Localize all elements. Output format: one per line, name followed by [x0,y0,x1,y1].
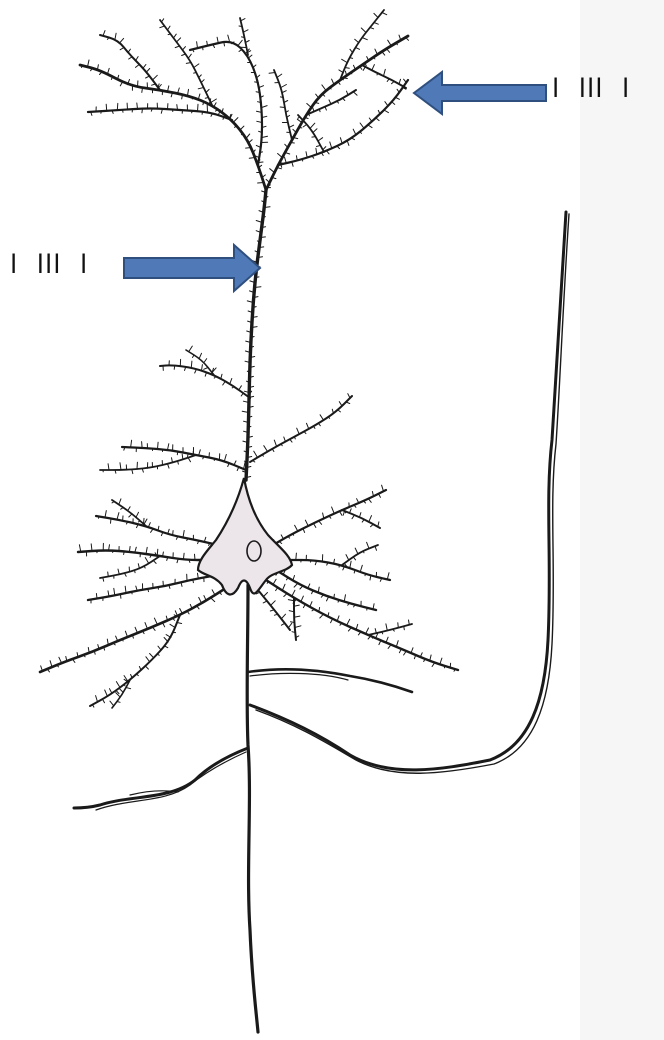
spines-tuft-right-inner [269,73,294,138]
dendrite-basal-left-mid-b [100,556,160,578]
dendrite-basal-left-down-b [112,680,130,708]
spines-basal-left-down [93,615,182,707]
soma [198,478,292,594]
axon-collateral-right [250,212,566,770]
spines-basal-right-low [276,570,374,610]
dendrite-basal-left-down [90,615,180,706]
axon-collateral-right-thin [256,214,569,773]
spines-basal-right-mid-b [344,542,376,566]
soma-group [198,478,292,594]
dendrite-basal-left-top [96,516,218,545]
dendrite-tuft-left-up [100,35,160,90]
dendrite-basal-left-low [88,576,212,600]
dendrite-basal-right-mid-b [342,545,378,565]
dendrite-basal-right-down [294,598,296,640]
label-upper-right: l lll l [552,74,630,104]
dendrite-tuft-right-inner [274,70,292,140]
dendrite-basal-right-mid [288,560,390,580]
dendrite-basal-left-long [40,588,226,672]
spines-tuft-right-top [339,13,387,79]
dendrite-tuft-right-lower [278,80,408,165]
axon-group [74,212,569,1032]
dendrite-tuft-main-left [80,65,266,190]
dendrite-tuft-right-side [362,65,406,88]
axon-collateral-mid [248,669,412,692]
spines-basal-left-low [91,571,209,604]
axon-collateral-mid-thin [250,673,348,680]
spines-tuft-center [193,35,268,162]
dendrite-tuft-main-right [266,36,408,190]
spines-tuft-main-left [82,60,271,188]
dendrite-basal-left-mid [78,551,210,561]
axon [247,585,258,1032]
label-left: l lll l [10,250,88,280]
spines-basal-left-long [41,585,224,672]
arrow-left-icon [414,72,546,114]
dendrite-tuft-left-low [88,109,232,121]
dendrite-oblique-right [250,396,352,462]
dendrite-basal-right-fork [368,624,412,635]
arrow-right-icon [124,245,260,291]
spines-basal-left-mid-b [103,553,158,581]
dendrite-oblique-left [160,365,250,398]
spines-oblique-right [253,394,351,462]
spines-oblique-left-lower [124,440,245,470]
spines-tuft-right-lower [281,79,407,167]
spines-basal-down-right [256,592,292,628]
dendrite-oblique-left-up [186,350,214,375]
dendrite-apical-trunk [246,190,266,480]
axon-collateral-left [74,748,248,808]
